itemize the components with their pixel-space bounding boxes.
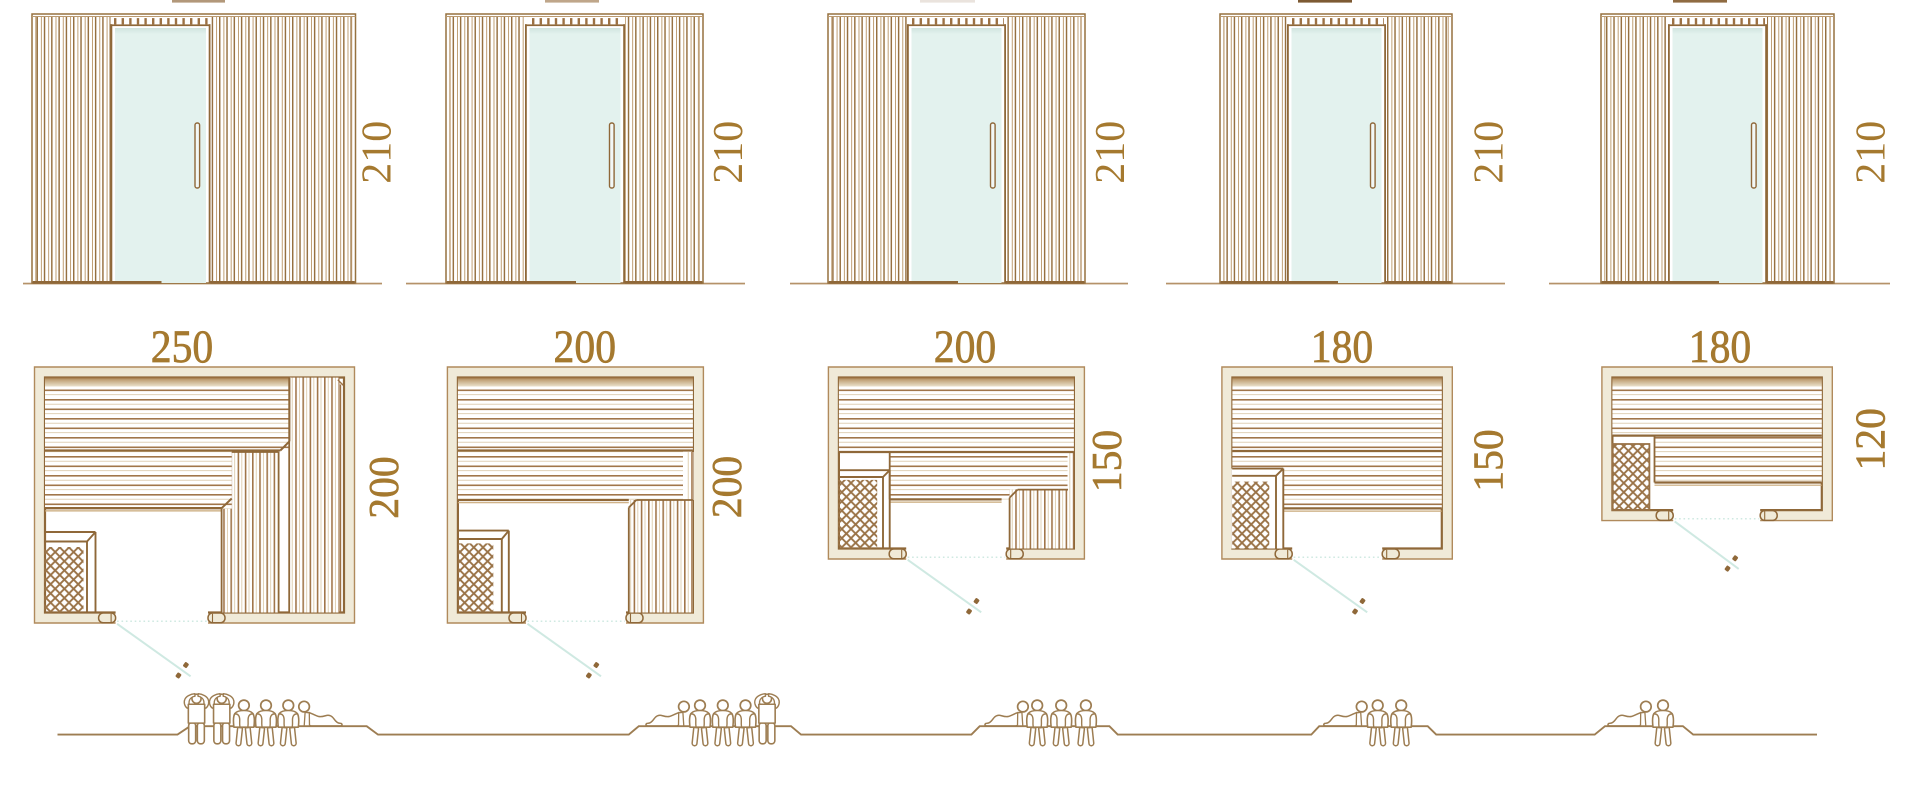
svg-text:150: 150 [1085,430,1131,493]
svg-text:200: 200 [554,322,617,373]
svg-text:210: 210 [355,121,401,184]
svg-text:180: 180 [1689,322,1752,373]
svg-text:210: 210 [1848,121,1894,184]
svg-text:210: 210 [1088,121,1134,184]
svg-text:150: 150 [1466,429,1512,492]
svg-text:120: 120 [1849,408,1895,471]
svg-text:210: 210 [1466,121,1512,184]
svg-text:250: 250 [151,322,214,373]
svg-text:200: 200 [934,322,997,373]
svg-text:200: 200 [705,456,751,519]
svg-text:180: 180 [1311,322,1374,373]
svg-text:200: 200 [362,456,408,519]
svg-text:210: 210 [706,121,752,184]
